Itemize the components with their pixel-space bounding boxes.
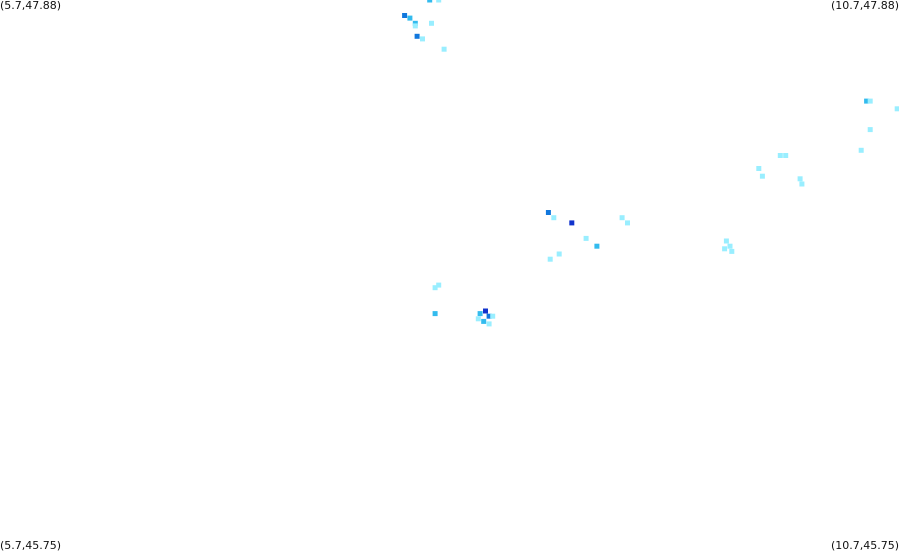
precip-cell-low [799,181,805,187]
precip-cell-peak [569,220,575,226]
precip-cell-high [545,210,551,215]
corner-coord-bottom-left: (5.7,45.75) [0,539,62,552]
precip-cell-high [414,33,420,39]
precip-cell-low [556,251,562,257]
precip-cell-mid [477,311,483,317]
precip-cell-low [867,127,873,133]
precip-cell-low [797,176,803,182]
precip-cell-low [441,46,447,52]
precip-cell-low [777,153,783,158]
precip-cell-low [547,256,553,262]
precipitation-cells-layer [402,0,899,327]
precip-cell-low [867,98,873,104]
precip-cell-low [412,23,418,29]
precip-cell-low [722,246,728,252]
corner-coord-top-left: (5.7,47.88) [0,0,62,12]
precip-cell-low [490,313,496,319]
precip-cell-mid [407,15,413,21]
precip-cell-low [894,106,899,112]
precip-cell-low [475,316,481,322]
precip-cell-mid [481,318,487,324]
precip-cell-low [729,248,735,254]
precip-cell-low [436,282,442,288]
precip-cell-low [436,0,442,3]
precip-cell-mid [594,243,600,249]
precip-cell-low [783,153,789,158]
corner-coord-top-right: (10.7,47.88) [830,0,899,12]
precip-cell-mid [427,0,433,3]
precip-cell-low [420,36,425,42]
precip-cell-low [756,166,762,171]
precip-cell-low [432,285,438,291]
precip-cell-mid [432,311,438,317]
precip-cell-low [625,220,630,226]
precip-cell-low [583,235,589,241]
precip-cell-low [858,147,864,153]
precip-cell-peak [483,308,488,314]
precip-cell-low [759,173,765,179]
precip-cell-high [402,13,408,18]
corner-coord-bottom-right: (10.7,45.75) [830,539,899,552]
precip-cell-mid [412,20,418,26]
precip-cell-low [551,215,557,221]
precip-cell-low [429,20,434,26]
precip-cell-low [619,215,625,221]
precip-cell-low [727,243,733,249]
precip-cell-high [486,313,492,319]
precip-cell-mid [864,98,870,104]
precip-cell-low [486,321,492,327]
precip-cell-low [723,238,729,244]
